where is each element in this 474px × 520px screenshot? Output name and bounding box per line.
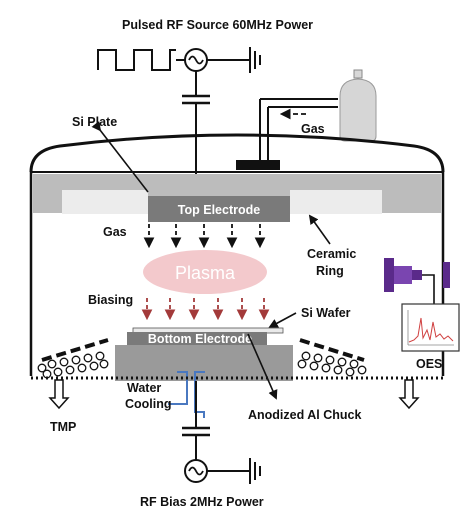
ceramic-ring-label-line2: Ring <box>316 264 344 278</box>
rf-source-icon <box>184 459 208 483</box>
gas-cylinder-icon <box>339 69 377 142</box>
gas-inlet-label: Gas <box>301 122 325 136</box>
gas-inlet-pipe <box>259 98 338 168</box>
ground-icon <box>249 47 261 73</box>
water-cooling-label-line1: Water <box>127 381 161 395</box>
baffle-left <box>37 338 109 379</box>
oes-port <box>384 258 450 292</box>
electrode-connector <box>236 160 280 170</box>
bottom-electrode <box>127 332 267 346</box>
bias-arrows <box>141 298 270 321</box>
chuck-body <box>115 345 293 381</box>
ceramic-ring-right <box>290 190 382 214</box>
si-wafer-label: Si Wafer <box>301 306 351 320</box>
tmp-label: TMP <box>50 420 76 434</box>
exhaust-arrow-icon <box>48 379 70 410</box>
chuck-label: Anodized Al Chuck <box>248 408 361 422</box>
top-electrode <box>148 196 290 222</box>
capacitor-icon <box>182 94 210 105</box>
water-cooling-label-line2: Cooling <box>125 397 172 411</box>
ceramic-ring-leader <box>308 214 331 245</box>
pulse-waveform-icon <box>97 49 176 71</box>
oes-label: OES <box>416 357 442 371</box>
si-wafer-leader <box>268 312 297 328</box>
rf-source-icon <box>184 48 208 72</box>
chuck-leader <box>247 333 278 400</box>
biasing-label: Biasing <box>88 293 133 307</box>
ceramic-ring-left <box>62 190 148 214</box>
top-electrode-label: Top Electrode <box>178 203 260 217</box>
si-plate-leader <box>91 120 149 193</box>
plasma-region <box>143 250 267 294</box>
si-plate-label: Si Plate <box>72 115 117 129</box>
ground-icon <box>249 458 261 484</box>
oes-spectrum-icon <box>401 303 460 352</box>
exhaust-arrow-icon <box>398 379 420 410</box>
capacitor-icon <box>182 426 210 437</box>
ceramic-ring-label-line1: Ceramic <box>307 247 356 261</box>
oes-fiber <box>422 274 435 304</box>
bottom-source-label: RF Bias 2MHz Power <box>140 495 264 509</box>
gas-flow-arrows <box>143 224 266 249</box>
bottom-electrode-label: Bottom Electrode <box>148 332 252 346</box>
gas-flow-label: Gas <box>103 225 127 239</box>
baffle-right <box>297 338 367 377</box>
plasma-label: Plasma <box>175 263 236 283</box>
top-source-label: Pulsed RF Source 60MHz Power <box>122 18 313 32</box>
